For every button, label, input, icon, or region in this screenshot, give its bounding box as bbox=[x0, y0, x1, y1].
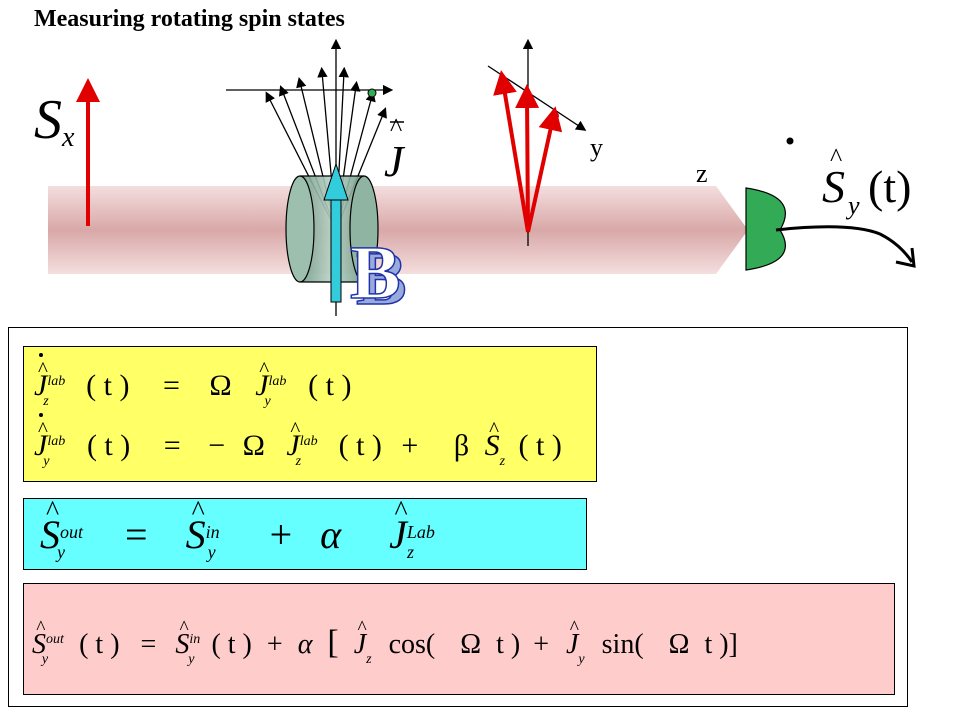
equation-line-1: Jlabz ( t ) = Ω Jlaby ( t ) bbox=[34, 352, 352, 410]
superscript: out bbox=[46, 632, 64, 647]
subscript: z bbox=[499, 454, 506, 469]
plus-sign: + bbox=[401, 429, 419, 462]
equation-box-rotating: Sout y ( t ) = Sin y ( t ) + α [ Jz cos( Ω… bbox=[23, 583, 895, 695]
input-spin-label: S bbox=[34, 89, 62, 151]
s-symbol: S bbox=[186, 496, 206, 558]
laser-beam bbox=[48, 186, 748, 274]
s-symbol: S bbox=[485, 417, 500, 463]
s-symbol: S bbox=[175, 618, 189, 661]
argument: ( t ) bbox=[211, 629, 252, 660]
ensemble-tip-dot bbox=[367, 88, 377, 98]
detector-wire bbox=[775, 225, 914, 263]
superscript: out bbox=[60, 522, 84, 542]
axis-y-label: y bbox=[590, 133, 603, 162]
argument: ( t ) bbox=[338, 429, 382, 462]
output-label-arg: (t) bbox=[868, 161, 911, 212]
superscript: lab bbox=[47, 374, 66, 389]
axis-z-label: z bbox=[696, 159, 708, 188]
equation-rotating-frame: Sout y ( t ) = Sin y ( t ) + α [ Jz cos( Ω… bbox=[32, 618, 738, 668]
argument: ( t ) bbox=[86, 369, 130, 402]
output-label: S bbox=[822, 161, 845, 212]
beta-symbol: β bbox=[453, 429, 470, 462]
equations-frame: Jlabz ( t ) = Ω Jlaby ( t ) Jlaby ( t ) … bbox=[8, 327, 908, 707]
equation-input-output: Souty = Siny + α JLabz bbox=[40, 496, 435, 563]
argument: t ) bbox=[496, 629, 521, 660]
polarization-tip-dot bbox=[551, 112, 559, 120]
subscript: z bbox=[406, 542, 414, 562]
detector-wire-arrowhead bbox=[895, 247, 916, 268]
input-spin-label-sub: x bbox=[61, 122, 75, 153]
plus-sign: + bbox=[269, 512, 293, 557]
equation-box-bloch: Jlabz ( t ) = Ω Jlaby ( t ) Jlaby ( t ) … bbox=[23, 346, 597, 482]
omega-symbol: Ω bbox=[209, 369, 232, 402]
equals-sign: = bbox=[163, 429, 181, 462]
omega-symbol: Ω bbox=[242, 429, 265, 462]
cos-function: cos( bbox=[388, 629, 436, 660]
open-bracket: [ bbox=[327, 624, 339, 661]
argument: t )] bbox=[704, 629, 738, 660]
subscript: y bbox=[57, 542, 66, 562]
j-dot-symbol: J bbox=[34, 352, 48, 403]
output-label-sub: y bbox=[845, 191, 860, 220]
superscript: Lab bbox=[406, 522, 435, 542]
j-dot-symbol: J bbox=[34, 412, 48, 463]
omega-symbol: Ω bbox=[460, 629, 482, 660]
omega-symbol: Ω bbox=[668, 629, 690, 660]
j-symbol: J bbox=[389, 496, 407, 558]
output-label-hat: ^ bbox=[830, 143, 842, 172]
spin-label: J bbox=[384, 137, 406, 186]
equals-sign: = bbox=[140, 629, 157, 660]
polarization-vectors bbox=[493, 70, 563, 233]
dot-marker bbox=[786, 137, 794, 145]
subscript: y bbox=[188, 652, 195, 667]
subscript: z bbox=[366, 652, 372, 667]
superscript: lab bbox=[299, 434, 318, 449]
j-symbol: J bbox=[286, 417, 300, 463]
equation-box-measurement: Souty = Siny + α JLabz bbox=[23, 496, 587, 570]
subscript: y bbox=[578, 652, 585, 667]
s-symbol: S bbox=[32, 618, 46, 661]
superscript: lab bbox=[268, 374, 287, 389]
argument: ( t ) bbox=[86, 429, 131, 462]
field-label: B bbox=[350, 231, 401, 315]
superscript: lab bbox=[47, 434, 66, 449]
j-symbol: J bbox=[566, 618, 579, 661]
equals-sign: = bbox=[163, 369, 180, 402]
collective-spin-arrow bbox=[323, 162, 349, 303]
minus-sign: − bbox=[208, 429, 226, 462]
field-label-shadow: B bbox=[356, 237, 407, 321]
spin-measurement-diagram: S x J ^ B B y bbox=[34, 38, 916, 322]
argument: ( t ) bbox=[308, 369, 352, 402]
j-symbol: J bbox=[354, 618, 367, 661]
j-symbol: J bbox=[255, 357, 269, 403]
s-symbol: S bbox=[40, 496, 60, 558]
argument: ( t ) bbox=[79, 629, 120, 660]
superscript: in bbox=[189, 632, 201, 647]
argument: ( t ) bbox=[518, 429, 562, 462]
alpha-symbol: α bbox=[297, 629, 313, 660]
sin-function: sin( bbox=[601, 629, 644, 660]
plus-sign: + bbox=[533, 629, 549, 660]
equals-sign: = bbox=[125, 512, 148, 557]
subscript: y bbox=[207, 542, 216, 562]
superscript: in bbox=[205, 522, 220, 542]
plus-sign: + bbox=[266, 629, 283, 660]
alpha-symbol: α bbox=[320, 512, 342, 557]
equation-line-2: Jlaby ( t ) = − Ω Jlabz ( t ) + β Sz ( t… bbox=[34, 412, 562, 470]
spin-label-hat: ^ bbox=[390, 113, 402, 142]
page-title: Measuring rotating spin states bbox=[34, 6, 345, 32]
